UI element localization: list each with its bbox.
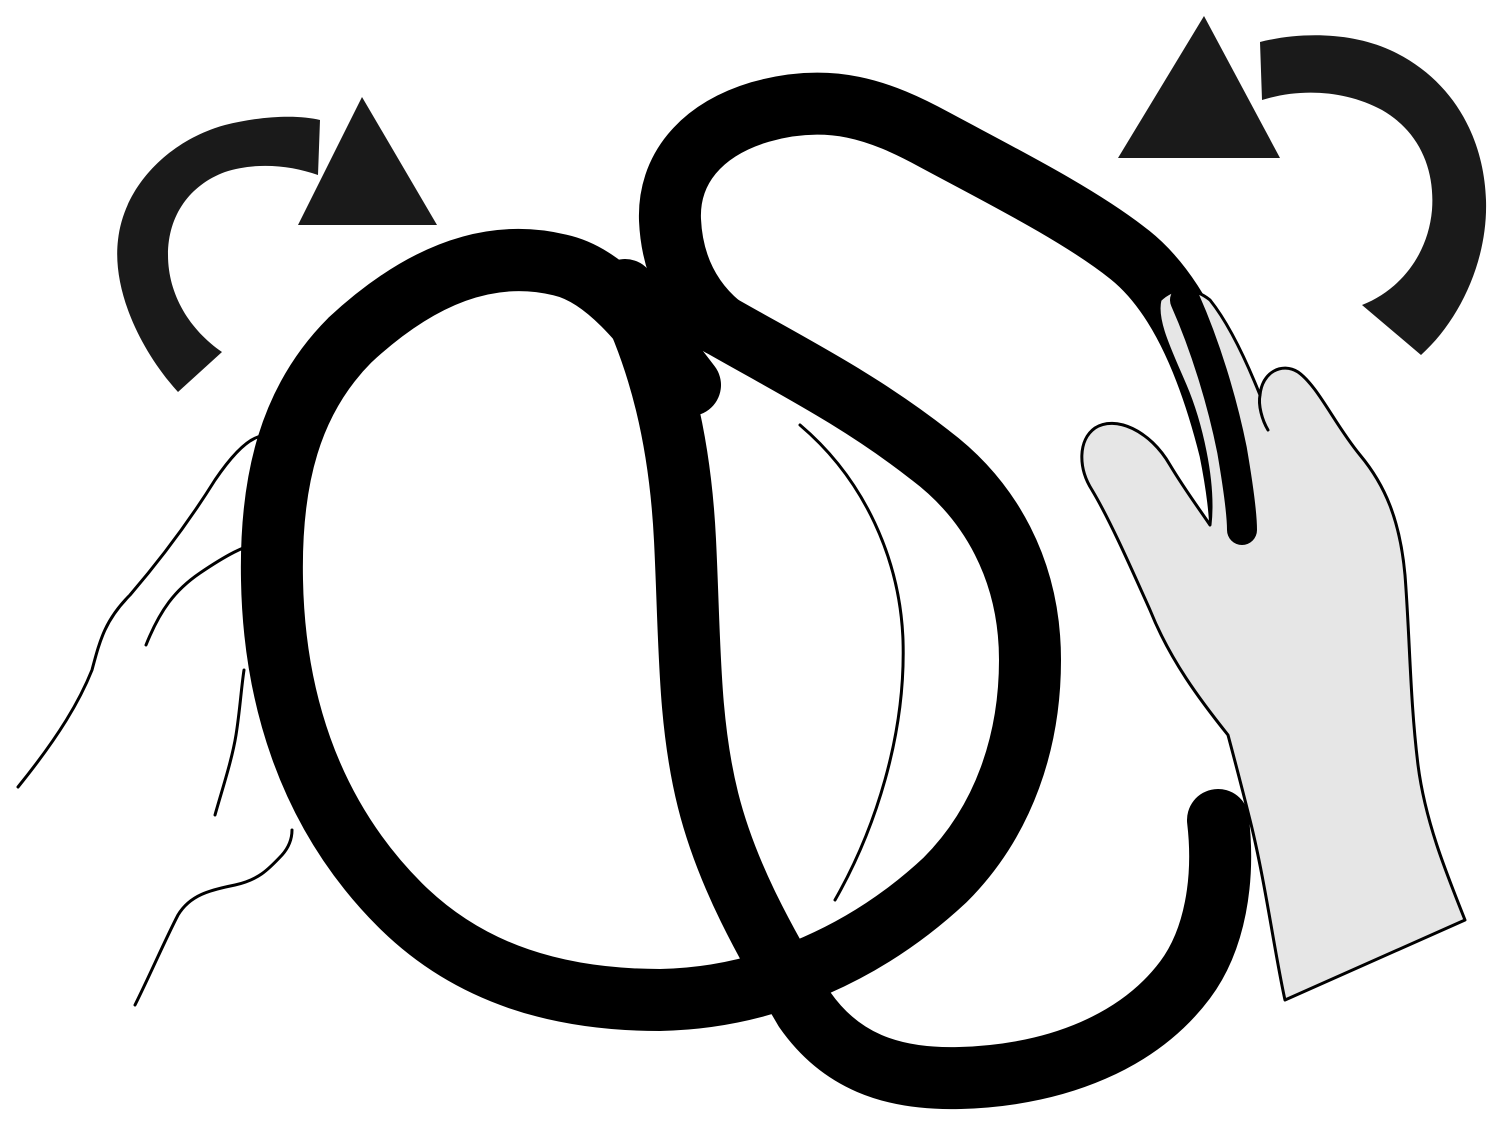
inner-thin-line (800, 425, 903, 900)
curved-arrow-clockwise-icon (117, 97, 437, 392)
vertical-strand-band (625, 290, 1220, 1078)
right-hand-icon (1082, 290, 1465, 1000)
